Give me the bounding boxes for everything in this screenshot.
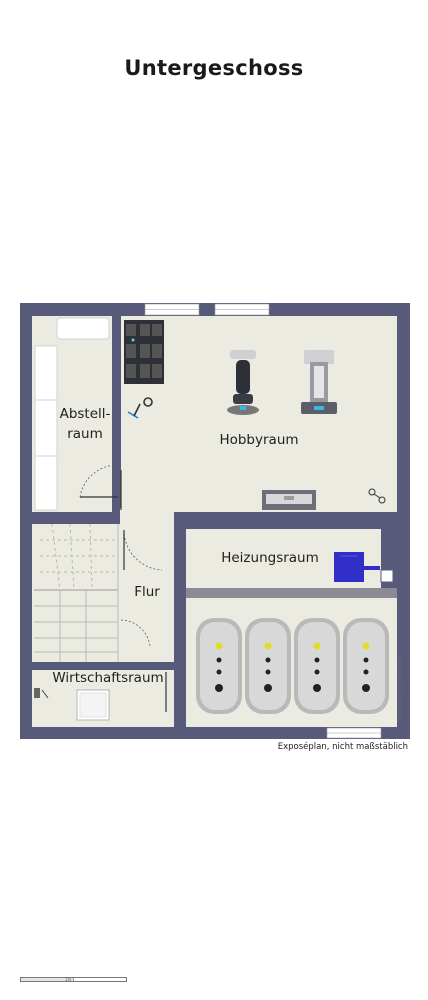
- dumbbell-rack-icon: [124, 320, 164, 384]
- wall-abstell-flur: [32, 512, 120, 524]
- tank-4-icon: [343, 618, 389, 714]
- scale-bar-label: 1m: [65, 977, 72, 982]
- page-title: Untergeschoss: [124, 56, 304, 80]
- meter-icon: [34, 688, 49, 699]
- room-label-flur: Flur: [134, 584, 160, 600]
- heizung-shelf: [186, 588, 397, 598]
- room-label-abstell-2: raum: [67, 426, 103, 442]
- shelves: [34, 317, 110, 511]
- wall-hobby-heizung: [174, 512, 397, 529]
- bench-icon: [262, 490, 316, 510]
- wirtschaftsraum-door-gap: [166, 670, 176, 727]
- wall-flur-heizung: [174, 512, 186, 727]
- room-label-hobbyraum: Hobbyraum: [219, 432, 298, 448]
- windows: [144, 303, 382, 739]
- flur-floor: [32, 524, 174, 662]
- burner-icon: [334, 552, 380, 582]
- wall-flur-wirtschaft: [32, 662, 166, 670]
- disclaimer-note: Exposéplan, nicht maßstäblich: [277, 742, 408, 752]
- room-label-abstell: Abstell-: [60, 406, 111, 422]
- wall-abstell-hobby: [112, 316, 121, 472]
- chimney: [380, 569, 394, 583]
- oil-tanks: [196, 618, 389, 714]
- jump-rope-icon: [127, 397, 153, 419]
- tank-2-icon: [245, 618, 291, 714]
- door-leaves: [80, 470, 167, 712]
- hobbyraum-floor: [121, 316, 397, 512]
- flur-passage: [120, 508, 174, 528]
- kettlebell-icon: [368, 488, 386, 504]
- tank-3-icon: [294, 618, 340, 714]
- room-label-heizungsraum: Heizungsraum: [221, 550, 319, 566]
- door-swings: [79, 464, 163, 647]
- room-label-wirtschaftsraum: Wirtschaftsraum: [52, 670, 163, 686]
- washing-machine-icon: [76, 689, 110, 721]
- scale-bar-segment: [21, 978, 74, 981]
- staircase: [34, 523, 119, 662]
- scale-bar: 1m: [20, 977, 127, 982]
- illustration-credit: Illustration©immoGrafix: [396, 654, 403, 722]
- tank-1-icon: [196, 618, 242, 714]
- exercise-bike-icon: [227, 350, 259, 415]
- multi-gym-icon: [301, 350, 337, 414]
